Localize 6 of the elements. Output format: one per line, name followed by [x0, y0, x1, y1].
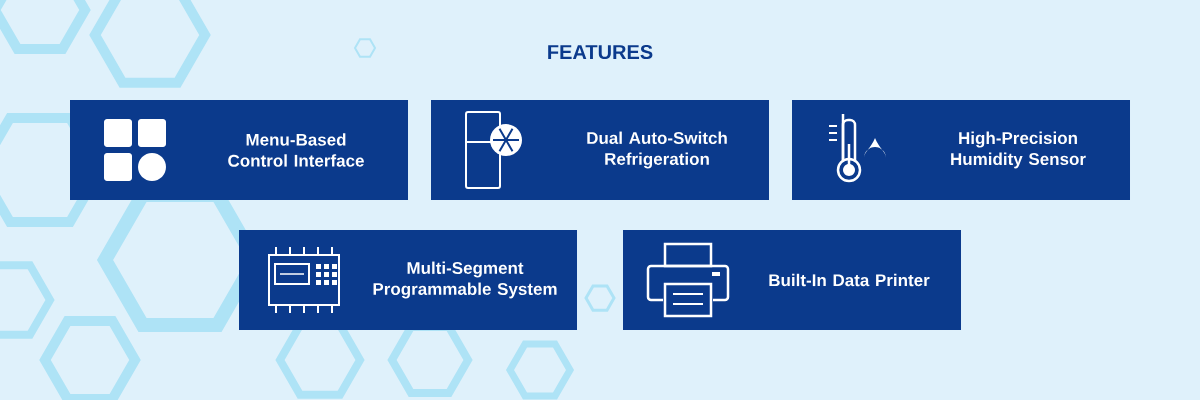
feature-card: Menu-Based Control Interface — [70, 100, 408, 200]
heading: FEATURES — [548, 44, 653, 60]
feature-card: High-Precision Humidity Sensor — [792, 100, 1130, 200]
feature-card: Multi-Segment Programmable System — [239, 230, 577, 330]
feature-card: Dual Auto-Switch Refrigeration — [431, 100, 769, 200]
feature-card: Built-In Data Printer — [623, 230, 961, 330]
